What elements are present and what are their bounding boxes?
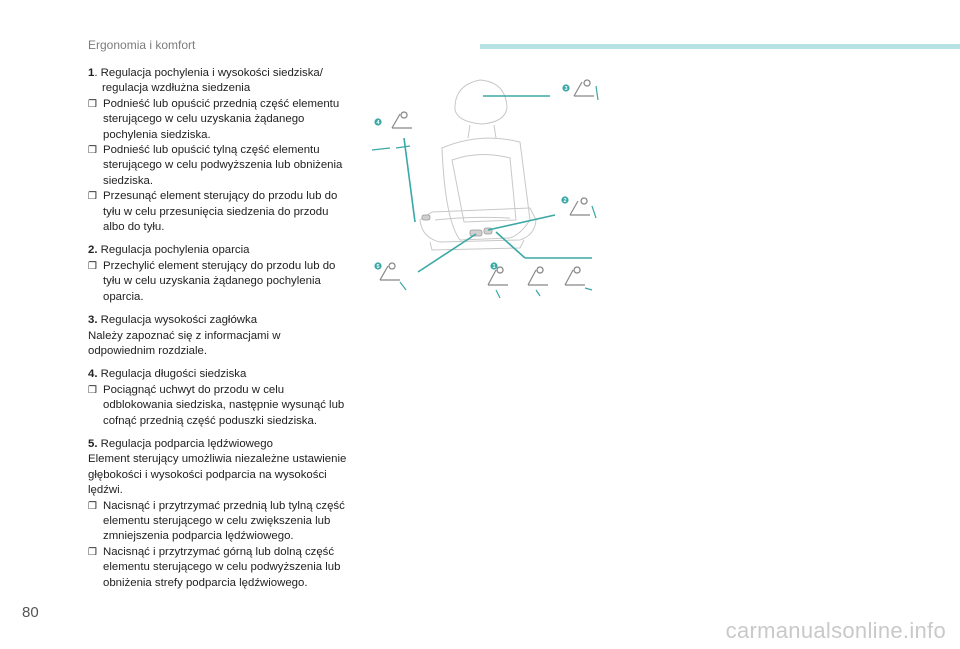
bullet-marker-icon: ❒ xyxy=(88,260,97,272)
callout-5-label: 5 xyxy=(376,264,379,270)
callout-4: 4 xyxy=(374,118,382,126)
mini-seat-5 xyxy=(379,262,400,281)
section-number: 4. xyxy=(88,368,98,381)
bullet-text: Nacisnąć i przytrzymać górną lub dolną c… xyxy=(103,545,341,589)
callout-2-label: 2 xyxy=(563,198,566,204)
arrow-icon xyxy=(584,287,593,291)
section-number: 2. xyxy=(88,244,98,257)
callout-leader-lines xyxy=(403,95,592,273)
section-1: 1. Regulacja pochylenia i wysokości sied… xyxy=(88,66,348,235)
section-paragraph: Element sterujący umożliwia niezależne u… xyxy=(88,453,347,497)
bullet-marker-icon: ❒ xyxy=(88,500,97,512)
section-number: 1 xyxy=(88,67,95,79)
bullet-item: ❒ Podnieść lub opuścić tylną część elemen… xyxy=(88,143,348,189)
section-title: . Regulacja pochylenia i wysokości siedz… xyxy=(94,67,323,95)
seat-control-1 xyxy=(469,229,483,237)
direction-arrows xyxy=(371,85,599,299)
mini-seat-4 xyxy=(391,111,412,129)
callout-3-label: 3 xyxy=(564,86,567,92)
section-number: 5. xyxy=(88,437,98,450)
bullet-marker-icon: ❒ xyxy=(88,191,97,203)
bullet-text: Podnieść lub opuścić przednią część elem… xyxy=(103,97,340,141)
mini-seat-icons xyxy=(379,79,594,286)
bullet-item: ❒ Nacisnąć i przytrzymać przednią lub tyl… xyxy=(88,499,348,545)
arrow-icon xyxy=(399,281,407,291)
bullet-marker-icon: ❒ xyxy=(88,145,97,157)
arrow-icon xyxy=(395,145,411,149)
mini-seat-1a xyxy=(487,266,508,286)
bullet-text: Przesunąć element sterujący do przodu lu… xyxy=(103,190,338,234)
callout-5: 5 xyxy=(374,262,382,270)
bullet-item: ❒ Przesunąć element sterujący do przodu l… xyxy=(88,189,348,235)
seat-illustration xyxy=(419,79,537,251)
section-title: Regulacja długości siedziska xyxy=(97,368,247,381)
mini-seat-2 xyxy=(569,197,590,216)
section-4: 4. Regulacja długości siedziska❒Pociągną… xyxy=(88,367,348,429)
section-2: 2. Regulacja pochylenia oparcia❒Przechyl… xyxy=(88,243,348,305)
arrow-icon xyxy=(535,289,541,297)
header-accent-bar xyxy=(480,44,960,49)
bullet-item: ❒ Pociągnąć uchwyt do przodu w celu odblo… xyxy=(88,383,348,429)
instructions-column: 1. Regulacja pochylenia i wysokości sied… xyxy=(88,66,348,599)
bullet-text: Pociągnąć uchwyt do przodu w celu odblok… xyxy=(103,383,345,427)
page-header-title: Ergonomia i komfort xyxy=(88,38,196,52)
mini-seat-1b xyxy=(527,266,548,286)
callout-4-label: 4 xyxy=(376,120,380,126)
bullet-item: ❒ Nacisnąć i przytrzymać górną lub dolną … xyxy=(88,545,348,591)
section-heading: 4. Regulacja długości siedziska xyxy=(88,367,348,382)
seat-adjustment-diagram: 4 3 2 5 1 xyxy=(371,79,599,299)
numbered-callouts: 4 3 2 5 1 xyxy=(374,84,570,270)
section-paragraph: Należy zapoznać się z informacjami w odp… xyxy=(88,329,281,357)
section-heading: 1. Regulacja pochylenia i wysokości sied… xyxy=(88,66,348,97)
bullet-item: ❒ Podnieść lub opuścić przednią część ele… xyxy=(88,97,348,143)
callout-1-label: 1 xyxy=(492,264,495,270)
bullet-marker-icon: ❒ xyxy=(88,98,97,110)
seat-control-4 xyxy=(421,214,431,221)
mini-seat-1c xyxy=(564,266,585,286)
section-heading: 5. Regulacja podparcia lędźwiowego xyxy=(88,437,348,452)
section-title: Regulacja wysokości zagłówka xyxy=(97,314,258,327)
arrow-icon xyxy=(495,289,501,299)
watermark: carmanualsonline.info xyxy=(725,618,946,643)
section-heading: 3. Regulacja wysokości zagłówka xyxy=(88,313,348,328)
callout-1: 1 xyxy=(490,262,498,270)
section-number: 3. xyxy=(88,314,98,327)
page-number: 80 xyxy=(22,604,39,621)
arrow-icon xyxy=(591,205,597,219)
bullet-item: ❒ Przechylić element sterujący do przodu … xyxy=(88,259,348,305)
mini-seat-3 xyxy=(573,79,594,97)
bullet-marker-icon: ❒ xyxy=(88,546,97,558)
section-title: Regulacja podparcia lędźwiowego xyxy=(97,437,273,450)
callout-2: 2 xyxy=(561,196,569,204)
section-title: Regulacja pochylenia oparcia xyxy=(97,244,250,257)
bullet-text: Nacisnąć i przytrzymać przednią lub tyln… xyxy=(103,499,345,543)
arrow-icon xyxy=(595,85,599,101)
callout-3: 3 xyxy=(562,84,570,92)
bullet-text: Przechylić element sterujący do przodu l… xyxy=(103,259,336,303)
bullet-marker-icon: ❒ xyxy=(88,384,97,396)
section-heading: 2. Regulacja pochylenia oparcia xyxy=(88,243,348,258)
bullet-text: Podnieść lub opuścić tylną część element… xyxy=(103,144,343,187)
arrow-icon xyxy=(371,147,391,151)
